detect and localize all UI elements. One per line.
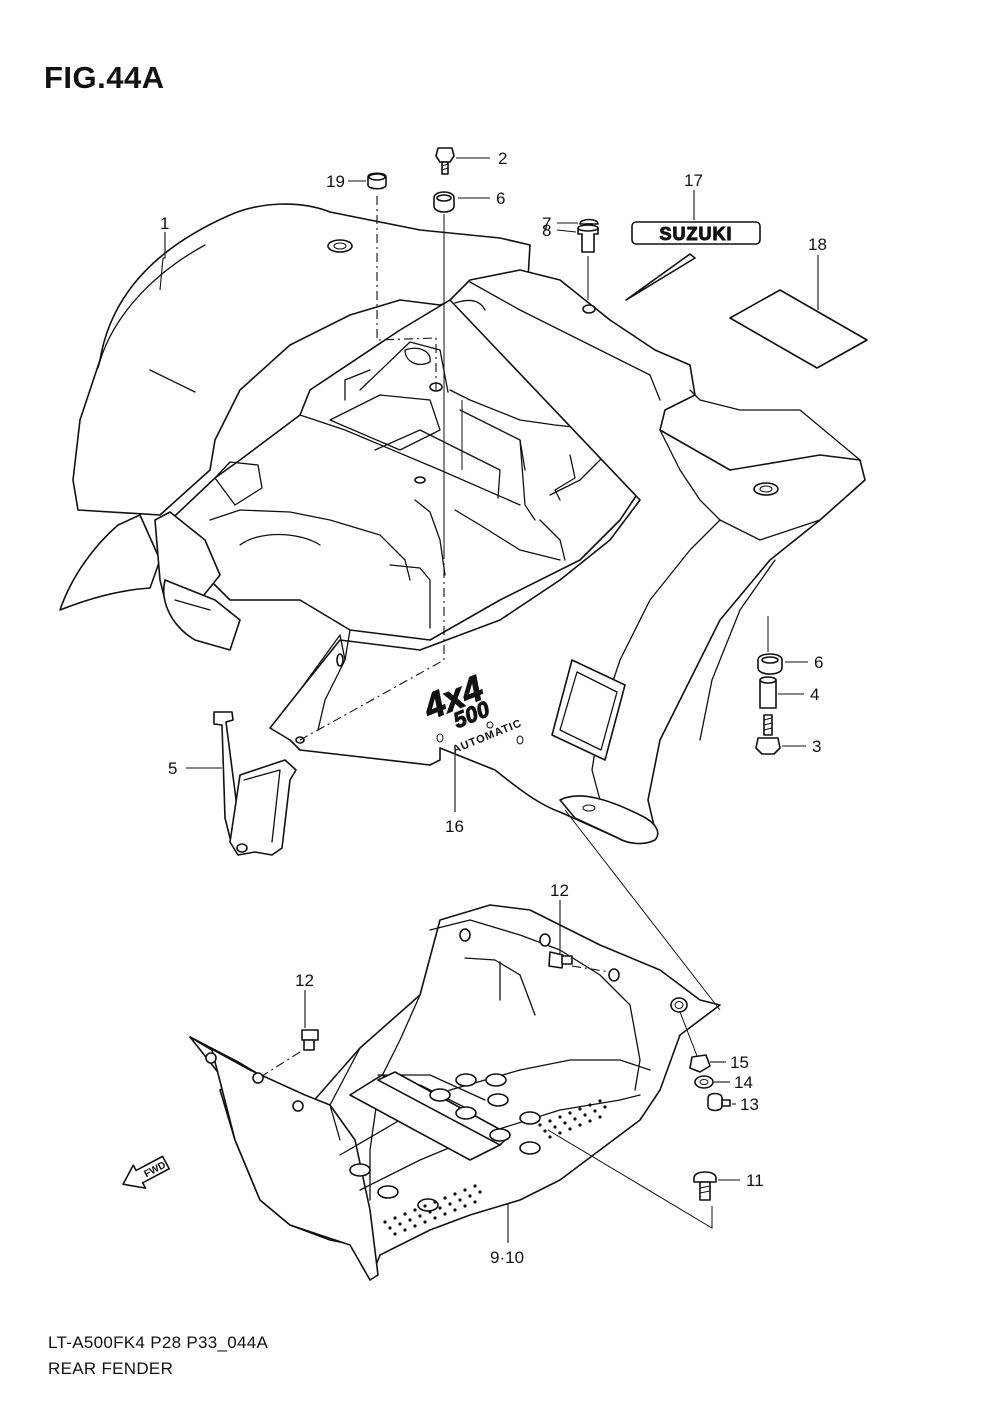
callout-12-right: 12 — [550, 881, 569, 900]
bolt-part-11 — [693, 1171, 717, 1201]
callout-11: 11 — [746, 1171, 764, 1190]
screw-part-13 — [707, 1092, 731, 1112]
rear-fender-part-1 — [59, 203, 866, 845]
diagram-code: LT-A500FK4 P28 P33_044A — [48, 1333, 269, 1352]
callout-17: 17 — [684, 171, 703, 190]
suzuki-emblem-part-17: SUZUKI — [631, 221, 761, 245]
collar-part-4 — [759, 676, 777, 709]
callout-2: 2 — [498, 149, 507, 168]
cap-part-19 — [367, 172, 387, 190]
diagram-name: REAR FENDER — [48, 1359, 174, 1378]
callout-19: 19 — [326, 172, 345, 191]
screw-part-12-right — [548, 951, 573, 969]
perforated-tread-lower — [383, 1184, 482, 1236]
callout-12-left: 12 — [295, 971, 314, 990]
footrest-fender-part-9-10 — [189, 904, 721, 1281]
callout-16: 16 — [445, 817, 464, 836]
callout-13: 13 — [740, 1095, 759, 1114]
suzuki-emblem-text: SUZUKI — [660, 224, 733, 244]
callout-14: 14 — [734, 1073, 753, 1092]
label-part-18 — [729, 289, 868, 369]
callout-6-top: 6 — [496, 189, 505, 208]
nut-part-15 — [689, 1054, 711, 1073]
figure-title: FIG.44A — [44, 60, 165, 95]
bracket-part-5 — [213, 711, 297, 856]
forward-arrow-icon: FWD — [122, 1155, 170, 1189]
callout-4: 4 — [810, 685, 819, 704]
callout-5: 5 — [168, 759, 177, 778]
screw-part-12-left — [301, 1029, 319, 1051]
callout-8: 8 — [542, 221, 551, 240]
assembly-lines — [261, 196, 769, 1229]
grommet-part-6-top — [433, 191, 455, 213]
callout-3: 3 — [812, 737, 821, 756]
callout-7: 7 — [542, 214, 551, 233]
washer-part-14 — [694, 1075, 714, 1089]
callouts: 1 2 6 19 7 8 17 18 6 4 3 5 16 12 12 15 1 — [159, 149, 827, 1267]
perforated-tread-upper — [538, 1099, 607, 1139]
callout-15: 15 — [730, 1053, 749, 1072]
callout-6-right: 6 — [814, 653, 823, 672]
callout-1: 1 — [160, 214, 169, 233]
bolt-part-2 — [435, 147, 455, 175]
collar-part-8 — [577, 224, 599, 253]
footrest-holes — [349, 1073, 541, 1212]
grommet-part-6-right — [757, 653, 783, 675]
callout-9-10: 9·10 — [490, 1248, 524, 1267]
callout-18: 18 — [808, 235, 827, 254]
bolt-part-3 — [755, 714, 781, 755]
forward-arrow-label: FWD — [142, 1160, 167, 1180]
